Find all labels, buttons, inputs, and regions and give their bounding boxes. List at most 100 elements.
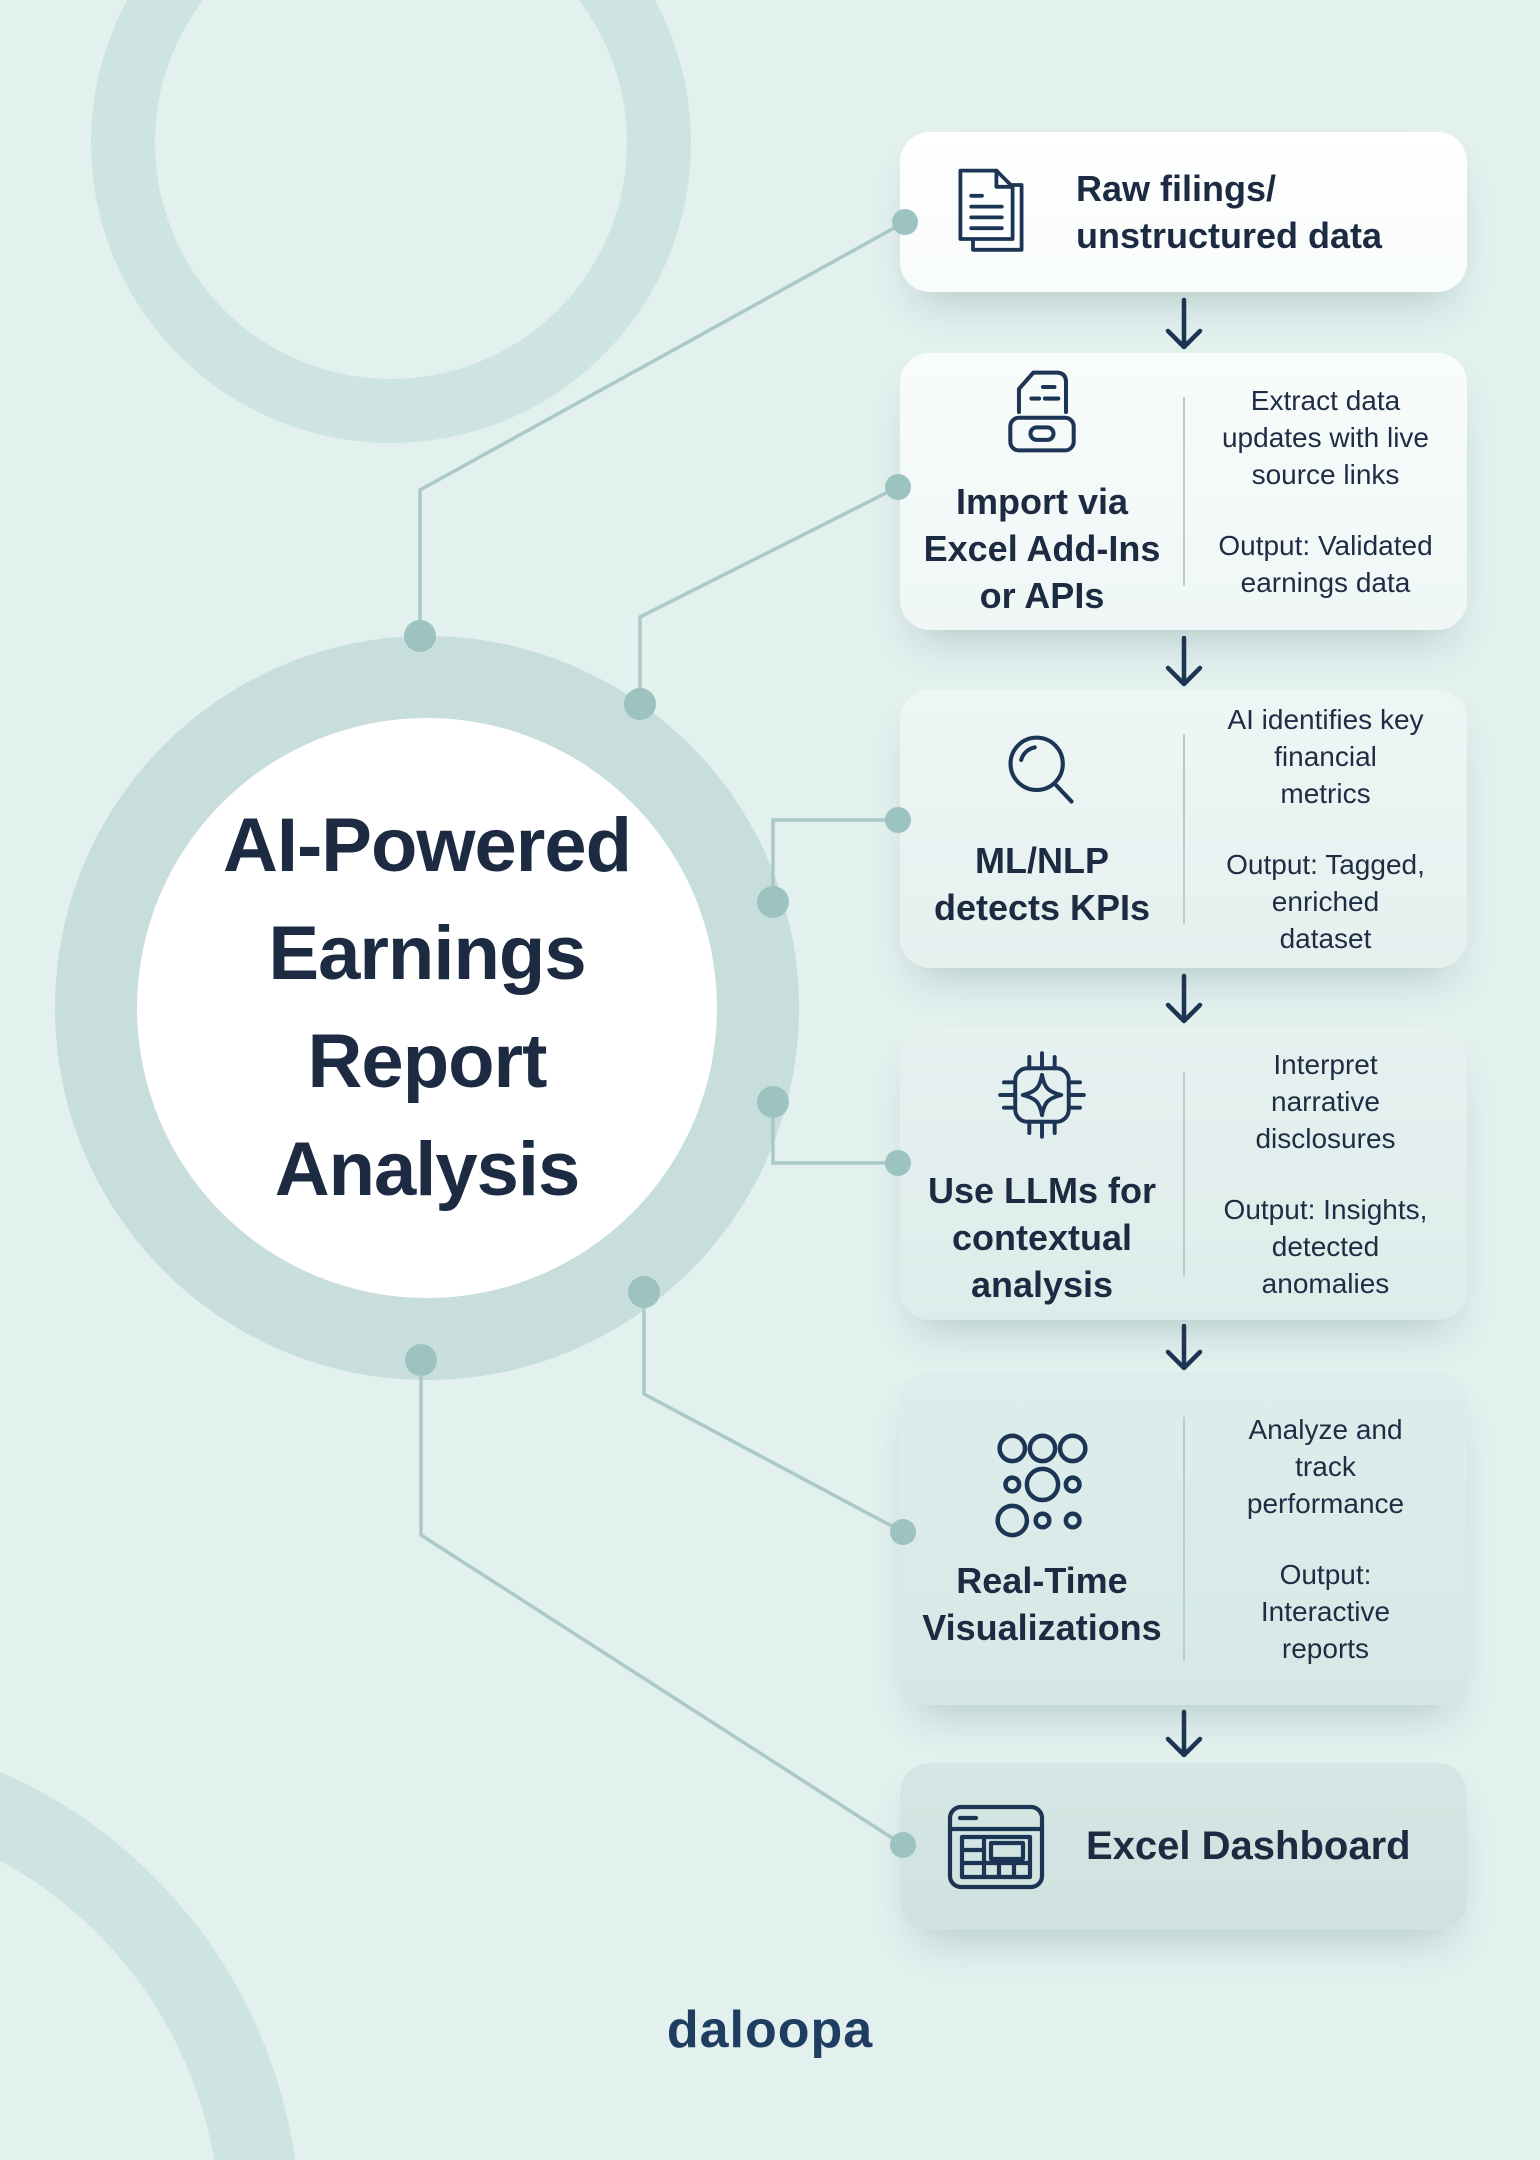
step-card-excel-dashboard: Excel Dashboard xyxy=(900,1763,1467,1930)
ring-dot xyxy=(628,1276,660,1308)
ai-chip-icon xyxy=(998,1050,1086,1139)
detail-line: Analyze and xyxy=(1248,1414,1403,1445)
step-card-visualizations: Real-Time Visualizations Analyze and tra… xyxy=(900,1373,1467,1705)
ring-dot xyxy=(405,1344,437,1376)
card-detail-text: Analyze and track performance xyxy=(1247,1411,1404,1522)
output-line: Output: Validated xyxy=(1218,530,1433,561)
card-title: ML/NLP detects KPIs xyxy=(934,837,1150,931)
card-title-line: ML/NLP xyxy=(975,840,1109,881)
detail-line: metrics xyxy=(1280,778,1371,809)
card-title-line: detects KPIs xyxy=(933,887,1151,928)
bubble-grid-icon xyxy=(995,1433,1088,1538)
page-title-line: AI-Powered xyxy=(222,803,632,888)
step-card-ml-nlp: ML/NLP detects KPIs AI identifies key fi… xyxy=(900,690,1467,968)
card-left-column: ML/NLP detects KPIs xyxy=(900,690,1184,968)
magnifier-icon xyxy=(1008,735,1074,804)
card-title-line: Real-Time xyxy=(956,1560,1128,1601)
card-right-column: Analyze and track performance Output: In… xyxy=(1190,1373,1461,1705)
decorative-ring-bottom-left xyxy=(0,1730,300,2160)
documents-icon xyxy=(958,168,1024,252)
card-detail-text: Interpret narrative disclosures xyxy=(1255,1046,1395,1157)
ring-dot xyxy=(757,1086,789,1118)
card-content: Excel Dashboard xyxy=(900,1763,1467,1930)
detail-line: disclosures xyxy=(1255,1123,1396,1154)
down-arrow-icon xyxy=(1165,973,1203,1024)
card-title-line: contextual xyxy=(951,1216,1133,1258)
connector-line xyxy=(419,1360,904,1847)
detail-line: Interpret xyxy=(1273,1049,1378,1080)
card-title-line: Visualizations xyxy=(922,1607,1162,1648)
page-title-line: Report xyxy=(307,1019,548,1104)
card-output-text: Output: Insights, detected anomalies xyxy=(1224,1191,1428,1302)
card-output-text: Output: Tagged, enriched dataset xyxy=(1226,846,1425,957)
page-title-line: Analysis xyxy=(274,1127,581,1212)
output-line: anomalies xyxy=(1261,1268,1390,1299)
decorative-ring-top-left xyxy=(91,0,691,443)
card-right-column: AI identifies key financial metrics Outp… xyxy=(1190,690,1461,968)
card-output-text: Output: Interactive reports xyxy=(1261,1556,1390,1667)
card-title: Excel Dashboard xyxy=(1086,1823,1411,1870)
down-arrow-icon xyxy=(1165,1709,1203,1758)
detail-line: updates with live xyxy=(1221,422,1429,453)
card-divider xyxy=(1183,397,1185,586)
connector-line xyxy=(771,1102,898,1165)
card-title-line: unstructured data xyxy=(1076,215,1383,256)
central-circle: AI-Powered Earnings Report Analysis xyxy=(137,718,717,1298)
ring-dot xyxy=(757,886,789,918)
card-divider xyxy=(1183,1417,1185,1661)
output-line: Interactive xyxy=(1260,1596,1391,1627)
card-divider xyxy=(1183,1072,1185,1276)
card-title-line: analysis xyxy=(970,1263,1114,1305)
step-card-llms: Use LLMs for contextual analysis Interpr… xyxy=(900,1028,1467,1320)
card-right-column: Extract data updates with live source li… xyxy=(1190,353,1461,630)
card-title-line: Use LLMs for xyxy=(927,1169,1157,1211)
card-title: Import via Excel Add-Ins or APIs xyxy=(924,478,1161,619)
output-line: Output: Insights, xyxy=(1223,1194,1428,1225)
card-title-line: Excel Dashboard xyxy=(1086,1824,1411,1868)
spreadsheet-dashboard-icon xyxy=(947,1804,1045,1889)
card-left-column: Use LLMs for contextual analysis xyxy=(900,1028,1184,1320)
down-arrow-icon xyxy=(1165,1323,1203,1371)
output-line: Output: Tagged, xyxy=(1226,849,1425,880)
card-detail-text: AI identifies key financial metrics xyxy=(1227,701,1423,812)
card-output-text: Output: Validated earnings data xyxy=(1218,527,1432,601)
output-line: earnings data xyxy=(1240,567,1411,598)
card-left-column: Real-Time Visualizations xyxy=(900,1373,1184,1705)
detail-line: performance xyxy=(1246,1488,1405,1519)
step-card-raw-filings: Raw filings/ unstructured data xyxy=(900,132,1467,292)
card-title-line: Excel Add-Ins xyxy=(923,528,1161,569)
step-card-import: Import via Excel Add-Ins or APIs Extract… xyxy=(900,353,1467,630)
page-title-line: Earnings xyxy=(268,911,586,996)
card-title: Real-Time Visualizations xyxy=(922,1557,1161,1651)
detail-line: AI identifies key xyxy=(1227,704,1424,735)
output-line: Output: xyxy=(1279,1559,1372,1590)
card-title-line: Raw filings/ xyxy=(1076,168,1277,209)
down-arrow-icon xyxy=(1165,297,1203,350)
card-title-line: Import via xyxy=(955,481,1129,522)
card-right-column: Interpret narrative disclosures Output: … xyxy=(1190,1028,1461,1320)
connector-line xyxy=(771,818,898,902)
detail-line: track xyxy=(1295,1451,1356,1482)
card-divider xyxy=(1183,734,1185,924)
detail-line: source links xyxy=(1251,459,1400,490)
card-title: Raw filings/ unstructured data xyxy=(1076,165,1382,259)
card-title: Use LLMs for contextual analysis xyxy=(928,1167,1156,1308)
card-detail-text: Extract data updates with live source li… xyxy=(1222,382,1429,493)
ring-dot xyxy=(404,620,436,652)
output-line: enriched xyxy=(1271,886,1380,917)
output-line: dataset xyxy=(1279,923,1372,954)
output-line: detected xyxy=(1271,1231,1380,1262)
card-content: Raw filings/ unstructured data xyxy=(900,132,1467,292)
daloopa-logo: daloopa xyxy=(666,2001,874,2059)
ring-dot xyxy=(624,688,656,720)
card-left-column: Import via Excel Add-Ins or APIs xyxy=(900,353,1184,630)
connector-line xyxy=(642,1292,904,1534)
import-tray-icon xyxy=(1008,370,1076,453)
card-title-line: or APIs xyxy=(979,575,1105,616)
output-line: reports xyxy=(1281,1633,1370,1664)
page-title: AI-Powered Earnings Report Analysis xyxy=(222,792,632,1224)
detail-line: financial xyxy=(1274,741,1377,772)
detail-line: narrative xyxy=(1271,1086,1380,1117)
connector-line xyxy=(638,485,899,704)
